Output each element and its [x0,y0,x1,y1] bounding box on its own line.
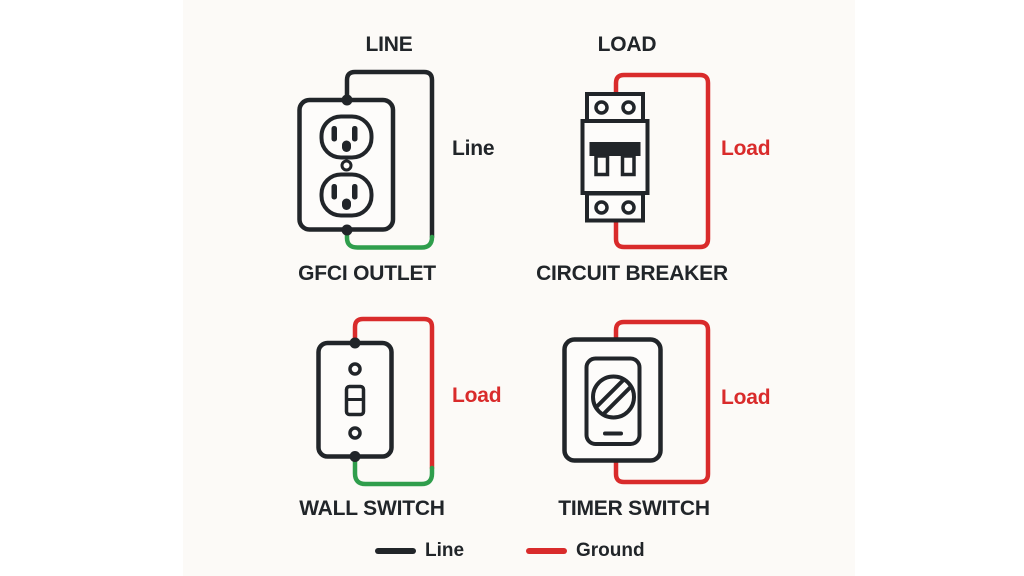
gfci-line-wire [344,69,435,240]
breaker-toggle [620,154,636,177]
line-swatch [375,548,416,554]
gfci-top-terminal-dot [341,94,353,106]
wall-switch-load-wire [352,316,435,471]
legend-item-ground: Ground [526,540,645,562]
gfci-ground-hole [342,140,351,152]
wall-switch-screw [348,426,362,440]
wall-switch-diagram [316,316,435,487]
line-swatch-rect [375,548,416,554]
legend-item-line: Line [375,540,464,562]
gfci-bottom-terminal-dot [341,224,353,236]
gfci-caption: GFCI OUTLET [298,262,436,285]
timer-load-wire [613,319,711,485]
breaker-body [580,119,650,195]
wall-switch-top-terminal-dot [349,337,361,349]
gfci-slot [331,126,337,142]
wall-switch-bottom-terminal-dot [349,451,361,462]
breaker-terminal [621,100,636,115]
wall-switch-screw [348,362,362,376]
breaker-side-label: Load [721,137,771,160]
breaker-caption: CIRCUIT BREAKER [536,262,728,285]
circuit-breaker-diagram [580,72,711,250]
wall-switch-caption: WALL SWITCH [299,497,445,520]
gfci-center-screw [340,159,353,172]
timer-dial [591,374,636,420]
timer-caption: TIMER SWITCH [558,497,710,520]
gfci-slot [352,126,358,142]
timer-dial-stripe [594,377,626,409]
breaker-terminal [621,200,636,215]
timer-side-label: Load [721,386,771,409]
gfci-slot [352,184,358,200]
gfci-top-label: LINE [365,33,413,56]
gfci-ground-hole [342,198,351,210]
legend-ground-label: Ground [576,540,645,561]
breaker-load-wire [613,72,711,250]
gfci-ground-wire [344,228,435,250]
ground-swatch-rect [526,548,567,554]
diagram-canvas [183,0,855,576]
wall-switch-ground-wire [352,455,435,487]
timer-dial-stripe [601,385,633,417]
wall-switch-side-label: Load [452,384,502,407]
gfci-side-label: Line [452,137,495,160]
breaker-top-label: LOAD [597,33,657,56]
breaker-rocker-bar [589,142,641,156]
ground-swatch [526,548,567,554]
gfci-slot [331,184,337,200]
timer-switch-diagram [562,319,711,485]
breaker-terminal [594,200,609,215]
breaker-toggle [594,154,610,177]
breaker-terminal [594,100,609,115]
legend-line-label: Line [425,540,465,561]
gfci-outlet-diagram [297,69,435,250]
